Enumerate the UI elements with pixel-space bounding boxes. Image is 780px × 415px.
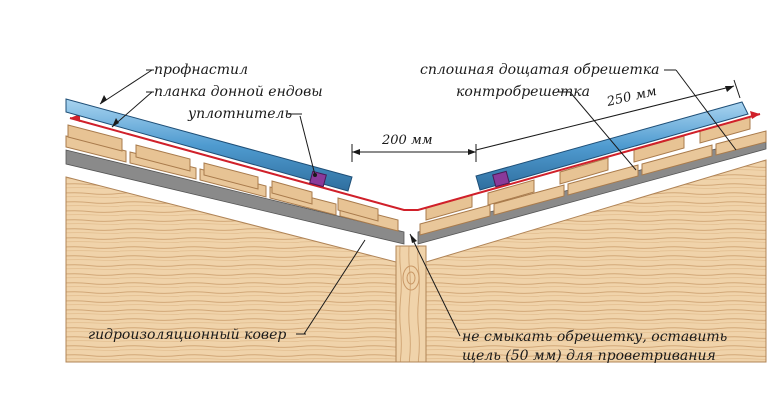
left-counter-battens bbox=[67, 124, 379, 222]
leader-planka bbox=[111, 91, 153, 128]
dimension-label-200: 200 мм bbox=[381, 133, 433, 148]
leader-ne-smykat bbox=[409, 233, 461, 337]
dimension-label-250: 250 мм bbox=[605, 84, 659, 110]
label-ne-smykat-2: щель (50 мм) для проветривания bbox=[462, 348, 716, 364]
label-profnastil: профнастил bbox=[154, 62, 248, 78]
right-sealant bbox=[492, 170, 510, 188]
leader-uplotnitel bbox=[299, 115, 316, 176]
leader-kontrobreshetka bbox=[569, 91, 637, 171]
label-sploshnaya: сплошная дощатая обрешетка bbox=[420, 62, 660, 78]
right-sheathing-boards bbox=[419, 130, 767, 236]
valley-flashing-line bbox=[69, 113, 761, 211]
label-kontrobreshetka: контробрешетка bbox=[456, 84, 590, 100]
leader-gidroizolyaciya bbox=[303, 239, 366, 335]
label-uplotnitel: уплотнитель bbox=[187, 106, 292, 122]
label-planka: планка донной ендовы bbox=[154, 84, 323, 100]
leader-profnastil bbox=[99, 69, 153, 105]
left-profiled-sheet bbox=[65, 98, 353, 192]
waterproof-membrane-left bbox=[65, 149, 405, 245]
right-counter-battens bbox=[425, 116, 751, 221]
right-profiled-sheet bbox=[475, 101, 749, 191]
leader-sploshnaya bbox=[675, 69, 737, 151]
label-gidroizolyaciya: гидроизоляционный ковер bbox=[88, 327, 286, 343]
dimension-200 bbox=[351, 144, 477, 162]
label-ne-smykat-1: не смыкать обрешетку, оставить bbox=[462, 329, 727, 345]
dimension-250 bbox=[475, 79, 741, 151]
valley-beam bbox=[395, 245, 427, 363]
